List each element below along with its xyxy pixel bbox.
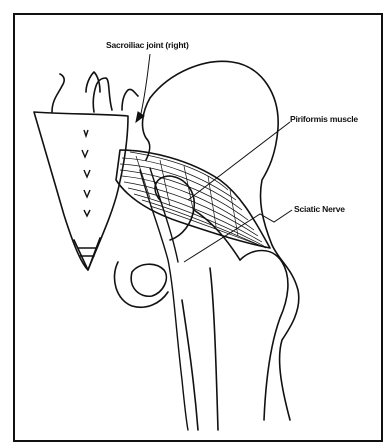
label-sciatic-nerve: Sciatic Nerve <box>294 204 345 214</box>
obturator-foramen <box>131 264 166 296</box>
greater-trochanter <box>240 251 288 421</box>
femur-shaft-left <box>182 300 198 430</box>
label-sacroiliac-joint: Sacroiliac joint (right) <box>106 40 189 50</box>
sacrum-top <box>52 74 138 112</box>
label-piriformis-muscle: Piriformis muscle <box>290 114 358 124</box>
sacral-foramina <box>82 130 90 216</box>
ilium-inner <box>143 98 150 160</box>
leader-piriformis <box>188 122 290 200</box>
femur-shaft-right <box>210 268 218 430</box>
femur-neck <box>194 210 240 260</box>
sacrum <box>34 112 128 270</box>
ischium <box>114 262 168 307</box>
